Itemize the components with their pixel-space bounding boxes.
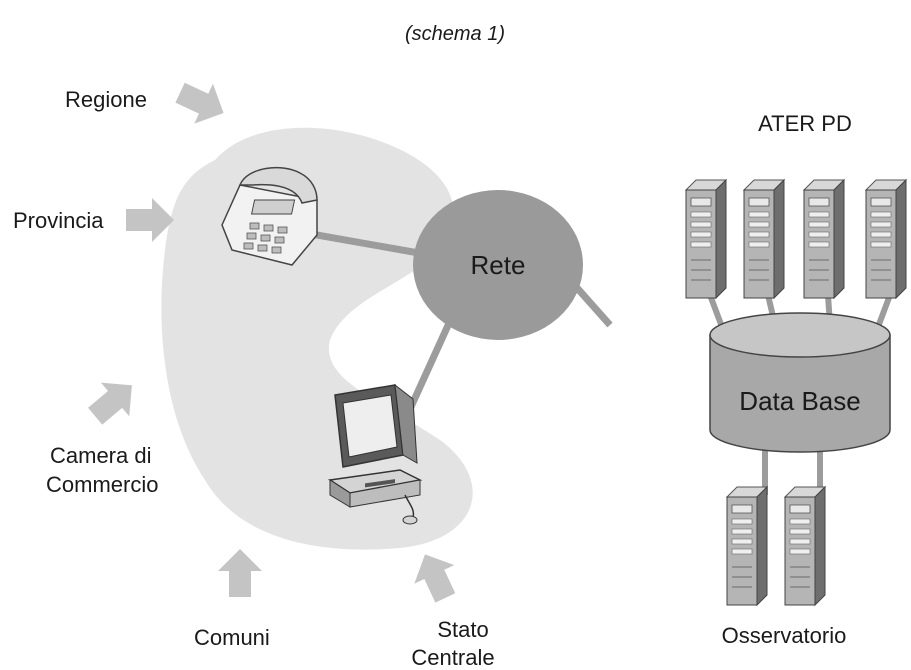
camera-label-line1: Camera di <box>50 443 151 468</box>
phone-icon <box>221 166 318 266</box>
ater-server-2-icon <box>743 179 785 299</box>
regione-label: Regione <box>65 87 147 112</box>
ater-server-3-icon <box>803 179 845 299</box>
ater-server-4-icon <box>865 179 907 299</box>
network-node <box>413 190 583 340</box>
diagram-title: (schema 1) <box>405 23 505 45</box>
comuni-arrow-icon <box>218 549 262 597</box>
provincia-label: Provincia <box>13 208 104 233</box>
camera-label-line2: Commercio <box>46 472 158 497</box>
network-label: Rete <box>471 250 526 280</box>
stato-arrow-icon <box>405 545 466 608</box>
regione-arrow-icon <box>170 72 233 133</box>
observatory-server-2-icon <box>784 486 826 606</box>
stato-label-line1: Stato <box>437 617 488 642</box>
stato-label-line2: Centrale <box>411 645 494 670</box>
ater-server-1-icon <box>685 179 727 299</box>
ater-label: ATER PD <box>758 111 852 136</box>
network-area-blob <box>161 127 473 550</box>
observatory-label: Osservatorio <box>722 623 847 648</box>
observatory-server-1-icon <box>726 486 768 606</box>
phone-to-network-link <box>299 228 431 259</box>
comuni-label: Comuni <box>194 625 270 650</box>
database-label: Data Base <box>739 386 860 416</box>
computer-icon <box>327 383 423 525</box>
camera-arrow-icon <box>81 368 147 433</box>
provincia-arrow-icon <box>126 198 174 242</box>
database-icon <box>709 312 891 453</box>
